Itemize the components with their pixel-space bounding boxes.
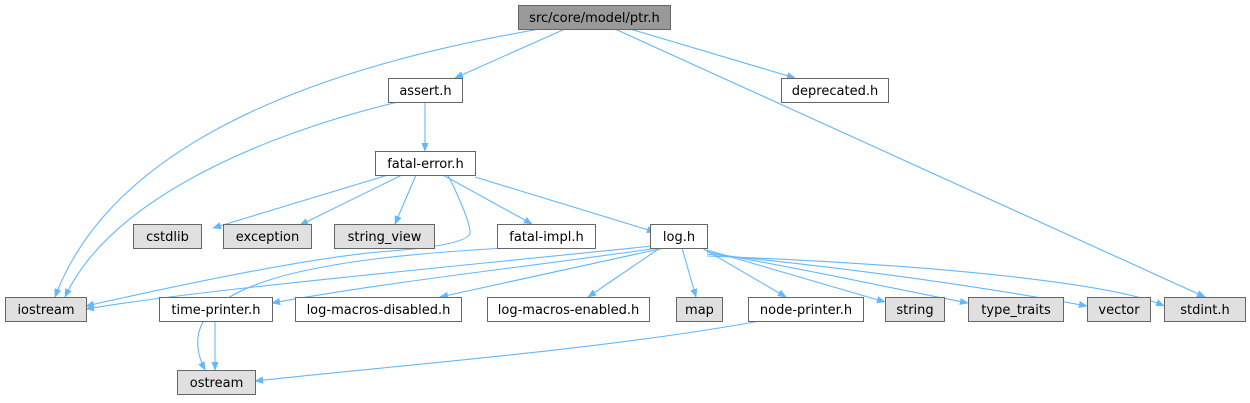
edge-log-to-log-macros-disabled — [439, 247, 665, 299]
node-fatal-impl[interactable]: fatal-impl.h — [497, 224, 596, 249]
node-deprecated-box — [781, 78, 889, 103]
node-time-printer-label: time-printer.h — [171, 303, 260, 318]
node-log[interactable]: log.h — [650, 224, 708, 249]
node-ptr-box — [518, 5, 671, 30]
edge-log-to-type-traits — [706, 251, 969, 306]
node-string-label: string — [896, 303, 933, 318]
edge-node-printer-to-ostream — [254, 320, 761, 384]
edge-fatal-error-to-string-view — [394, 174, 417, 225]
node-deprecated[interactable]: deprecated.h — [781, 78, 889, 103]
node-assert-label: assert.h — [399, 84, 451, 99]
node-fatal-error[interactable]: fatal-error.h — [375, 151, 476, 176]
node-assert-box — [388, 78, 463, 103]
node-fatal-impl-label: fatal-impl.h — [509, 230, 583, 245]
edge-fatal-error-to-exception — [299, 174, 403, 226]
node-vector: vector — [1087, 297, 1151, 322]
node-log-label: log.h — [663, 230, 695, 245]
node-time-printer-box — [159, 297, 273, 322]
node-log-macros-enabled-label: log-macros-enabled.h — [498, 303, 639, 318]
node-string: string — [885, 297, 945, 322]
node-assert[interactable]: assert.h — [388, 78, 463, 103]
node-node-printer-label: node-printer.h — [760, 303, 852, 318]
node-ptr-label: src/core/model/ptr.h — [529, 11, 660, 26]
node-iostream-label: iostream — [17, 303, 74, 318]
node-fatal-error-label: fatal-error.h — [387, 157, 464, 172]
edge-fatal-impl-to-ostream — [197, 247, 506, 371]
edge-ptr-to-iostream — [54, 28, 541, 298]
edge-ptr-to-deprecated — [629, 28, 796, 80]
node-node-printer-box — [748, 297, 864, 322]
node-exception-box — [223, 224, 312, 249]
node-exception: exception — [223, 224, 312, 249]
node-fatal-impl-box — [497, 224, 596, 249]
node-time-printer[interactable]: time-printer.h — [159, 297, 273, 322]
node-iostream: iostream — [5, 297, 87, 322]
node-exception-label: exception — [236, 230, 300, 245]
node-ostream-box — [177, 370, 256, 395]
edge-fatal-error-to-iostream — [85, 174, 471, 308]
node-layer: src/core/model/ptr.h assert.h deprecated.h… — [5, 5, 1246, 395]
node-map-label: map — [685, 303, 714, 318]
node-type-traits: type_traits — [968, 297, 1064, 322]
edge-log-to-iostream — [85, 245, 653, 312]
edge-ptr-to-assert — [454, 28, 566, 79]
node-cstdlib-label: cstdlib — [146, 230, 189, 245]
node-log-macros-disabled-box — [295, 297, 462, 322]
node-deprecated-label: deprecated.h — [792, 84, 878, 99]
edge-fatal-error-to-cstdlib — [212, 174, 389, 230]
node-string-view-label: string_view — [348, 230, 422, 245]
node-ostream: ostream — [177, 370, 256, 395]
node-log-macros-enabled-box — [487, 297, 650, 322]
node-node-printer[interactable]: node-printer.h — [748, 297, 864, 322]
node-stdint-label: stdint.h — [1180, 303, 1229, 318]
node-stdint: stdint.h — [1164, 297, 1246, 322]
node-vector-box — [1087, 297, 1151, 322]
edge-layer — [54, 28, 1206, 384]
node-string-box — [885, 297, 945, 322]
edge-fatal-error-to-log — [474, 176, 656, 234]
node-ptr: src/core/model/ptr.h — [518, 5, 671, 30]
edge-log-to-map — [681, 247, 698, 298]
node-map: map — [676, 297, 723, 322]
node-fatal-error-box — [375, 151, 476, 176]
node-type-traits-label: type_traits — [981, 303, 1051, 318]
node-log-macros-disabled[interactable]: log-macros-disabled.h — [295, 297, 462, 322]
edge-log-to-string — [706, 249, 886, 304]
node-string-view: string_view — [334, 224, 435, 249]
node-map-box — [676, 297, 723, 322]
node-log-box — [650, 224, 708, 249]
node-ostream-label: ostream — [190, 376, 244, 391]
node-log-macros-disabled-label: log-macros-disabled.h — [307, 303, 451, 318]
node-type-traits-box — [968, 297, 1064, 322]
node-cstdlib-box — [133, 224, 202, 249]
node-vector-label: vector — [1098, 303, 1140, 318]
edge-log-to-log-macros-enabled — [587, 247, 661, 298]
node-cstdlib: cstdlib — [133, 224, 202, 249]
edge-log-to-time-printer — [271, 247, 659, 306]
node-iostream-box — [5, 297, 87, 322]
node-log-macros-enabled[interactable]: log-macros-enabled.h — [487, 297, 650, 322]
node-string-view-box — [334, 224, 435, 249]
edge-ptr-to-stdint — [614, 28, 1206, 298]
edge-assert-to-iostream — [64, 101, 399, 298]
edge-log-to-node-printer — [701, 247, 787, 298]
node-stdint-box — [1164, 297, 1246, 322]
edge-fatal-error-to-fatal-impl — [442, 174, 533, 225]
